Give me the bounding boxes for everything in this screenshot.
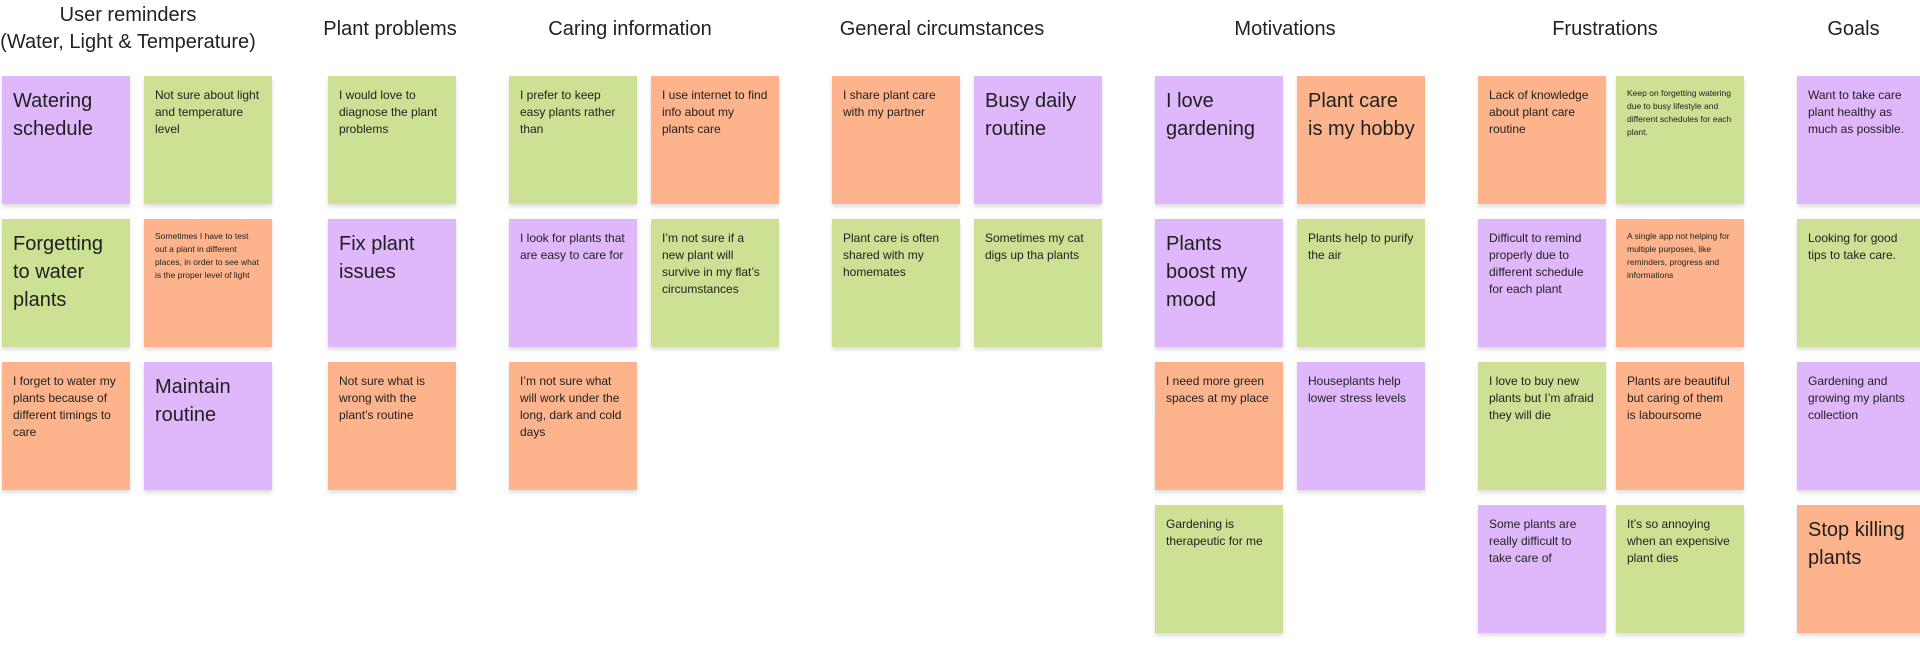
note-text: Some plants are really difficult to take… bbox=[1489, 517, 1577, 565]
note-text: Looking for good tips to take care. bbox=[1808, 231, 1898, 262]
sticky-note[interactable]: Want to take care plant healthy as much … bbox=[1797, 76, 1920, 204]
sticky-note[interactable]: Gardening and growing my plants collecti… bbox=[1797, 362, 1920, 490]
note-text: Watering schedule bbox=[13, 90, 94, 140]
sticky-note[interactable]: Plant care is my hobby bbox=[1297, 76, 1425, 204]
note-text: Plants are beautiful but caring of them … bbox=[1627, 374, 1730, 422]
note-text: Sometimes I have to test out a plant in … bbox=[155, 231, 259, 280]
header-line: User reminders bbox=[59, 4, 197, 26]
sticky-note[interactable]: Plants help to purify the air bbox=[1297, 219, 1425, 347]
category-header-caring-information: Caring information bbox=[548, 18, 712, 40]
note-text: Gardening and growing my plants collecti… bbox=[1808, 374, 1905, 422]
sticky-note[interactable]: Busy daily routine bbox=[974, 76, 1102, 204]
note-text: Not sure about light and temperature lev… bbox=[155, 88, 260, 136]
category-header-user-reminders: User reminders (Water, Light & Temperatu… bbox=[0, 2, 256, 56]
note-text: Lack of knowledge about plant care routi… bbox=[1489, 88, 1589, 136]
note-text: I prefer to keep easy plants rather than bbox=[520, 88, 616, 136]
category-header-goals: Goals bbox=[1827, 18, 1880, 40]
sticky-note[interactable]: Houseplants help lower stress levels bbox=[1297, 362, 1425, 490]
sticky-note[interactable]: Plants boost my mood bbox=[1155, 219, 1283, 347]
sticky-note[interactable]: I would love to diagnose the plant probl… bbox=[328, 76, 456, 204]
sticky-note[interactable]: Some plants are really difficult to take… bbox=[1478, 505, 1606, 633]
sticky-note[interactable]: Plant care is often shared with my homem… bbox=[832, 219, 960, 347]
note-text: Not sure what is wrong with the plant’s … bbox=[339, 374, 426, 422]
sticky-note[interactable]: Keep on forgetting watering due to busy … bbox=[1616, 76, 1744, 204]
sticky-note[interactable]: A single app not helping for multiple pu… bbox=[1616, 219, 1744, 347]
sticky-note[interactable]: Looking for good tips to take care. bbox=[1797, 219, 1920, 347]
sticky-note[interactable]: I look for plants that are easy to care … bbox=[509, 219, 637, 347]
note-text: Sometimes my cat digs up tha plants bbox=[985, 231, 1084, 262]
note-text: I use internet to find info about my pla… bbox=[662, 88, 768, 136]
sticky-note[interactable]: Stop killing plants bbox=[1797, 505, 1920, 633]
note-text: Keep on forgetting watering due to busy … bbox=[1627, 88, 1732, 137]
note-text: Maintain routine bbox=[155, 376, 231, 426]
note-text: I’m not sure what will work under the lo… bbox=[520, 374, 622, 439]
note-text: I share plant care with my partner bbox=[843, 88, 936, 119]
note-text: Plants help to purify the air bbox=[1308, 231, 1414, 262]
sticky-note[interactable]: Gardening is therapeutic for me bbox=[1155, 505, 1283, 633]
sticky-note[interactable]: Fix plant issues bbox=[328, 219, 456, 347]
note-text: Houseplants help lower stress levels bbox=[1308, 374, 1407, 405]
note-text: Plant care is often shared with my homem… bbox=[843, 231, 940, 279]
note-text: Gardening is therapeutic for me bbox=[1166, 517, 1263, 548]
note-text: Want to take care plant healthy as much … bbox=[1808, 88, 1905, 136]
sticky-note[interactable]: I share plant care with my partner bbox=[832, 76, 960, 204]
note-text: Busy daily routine bbox=[985, 90, 1077, 140]
sticky-note[interactable]: I love gardening bbox=[1155, 76, 1283, 204]
note-text: A single app not helping for multiple pu… bbox=[1627, 231, 1730, 280]
note-text: I forget to water my plants because of d… bbox=[13, 374, 116, 439]
sticky-note[interactable]: Not sure what is wrong with the plant’s … bbox=[328, 362, 456, 490]
sticky-note[interactable]: Maintain routine bbox=[144, 362, 272, 490]
sticky-note[interactable]: Forgetting to water plants bbox=[2, 219, 130, 347]
note-text: Stop killing plants bbox=[1808, 519, 1905, 569]
note-text: I love gardening bbox=[1166, 90, 1255, 140]
note-text: I look for plants that are easy to care … bbox=[520, 231, 625, 262]
note-text: I would love to diagnose the plant probl… bbox=[339, 88, 438, 136]
category-header-general-circumstances: General circumstances bbox=[839, 18, 1045, 40]
header-line: (Water, Light & Temperature) bbox=[0, 31, 256, 53]
sticky-note[interactable]: Sometimes my cat digs up tha plants bbox=[974, 219, 1102, 347]
category-header-motivations: Motivations bbox=[1234, 18, 1336, 40]
sticky-note[interactable]: Sometimes I have to test out a plant in … bbox=[144, 219, 272, 347]
sticky-note[interactable]: I need more green spaces at my place bbox=[1155, 362, 1283, 490]
note-text: Plant care is my hobby bbox=[1308, 90, 1415, 140]
sticky-note[interactable]: It’s so annoying when an expensive plant… bbox=[1616, 505, 1744, 633]
sticky-note[interactable]: Watering schedule bbox=[2, 76, 130, 204]
category-header-frustrations: Frustrations bbox=[1552, 18, 1658, 40]
note-text: I’m not sure if a new plant will survive… bbox=[662, 231, 760, 296]
sticky-note[interactable]: Not sure about light and temperature lev… bbox=[144, 76, 272, 204]
note-text: I love to buy new plants but I’m afraid … bbox=[1489, 374, 1594, 422]
sticky-note[interactable]: Lack of knowledge about plant care routi… bbox=[1478, 76, 1606, 204]
sticky-note[interactable]: I’m not sure what will work under the lo… bbox=[509, 362, 637, 490]
sticky-note[interactable]: Plants are beautiful but caring of them … bbox=[1616, 362, 1744, 490]
sticky-note[interactable]: Difficult to remind properly due to diff… bbox=[1478, 219, 1606, 347]
sticky-note[interactable]: I love to buy new plants but I’m afraid … bbox=[1478, 362, 1606, 490]
sticky-note[interactable]: I forget to water my plants because of d… bbox=[2, 362, 130, 490]
note-text: Fix plant issues bbox=[339, 233, 415, 283]
note-text: Difficult to remind properly due to diff… bbox=[1489, 231, 1584, 296]
note-text: It’s so annoying when an expensive plant… bbox=[1627, 517, 1730, 565]
sticky-note[interactable]: I prefer to keep easy plants rather than bbox=[509, 76, 637, 204]
sticky-note[interactable]: I’m not sure if a new plant will survive… bbox=[651, 219, 779, 347]
note-text: Plants boost my mood bbox=[1166, 233, 1248, 311]
category-header-plant-problems: Plant problems bbox=[323, 18, 457, 40]
note-text: I need more green spaces at my place bbox=[1166, 374, 1269, 405]
note-text: Forgetting to water plants bbox=[13, 233, 104, 311]
sticky-note[interactable]: I use internet to find info about my pla… bbox=[651, 76, 779, 204]
